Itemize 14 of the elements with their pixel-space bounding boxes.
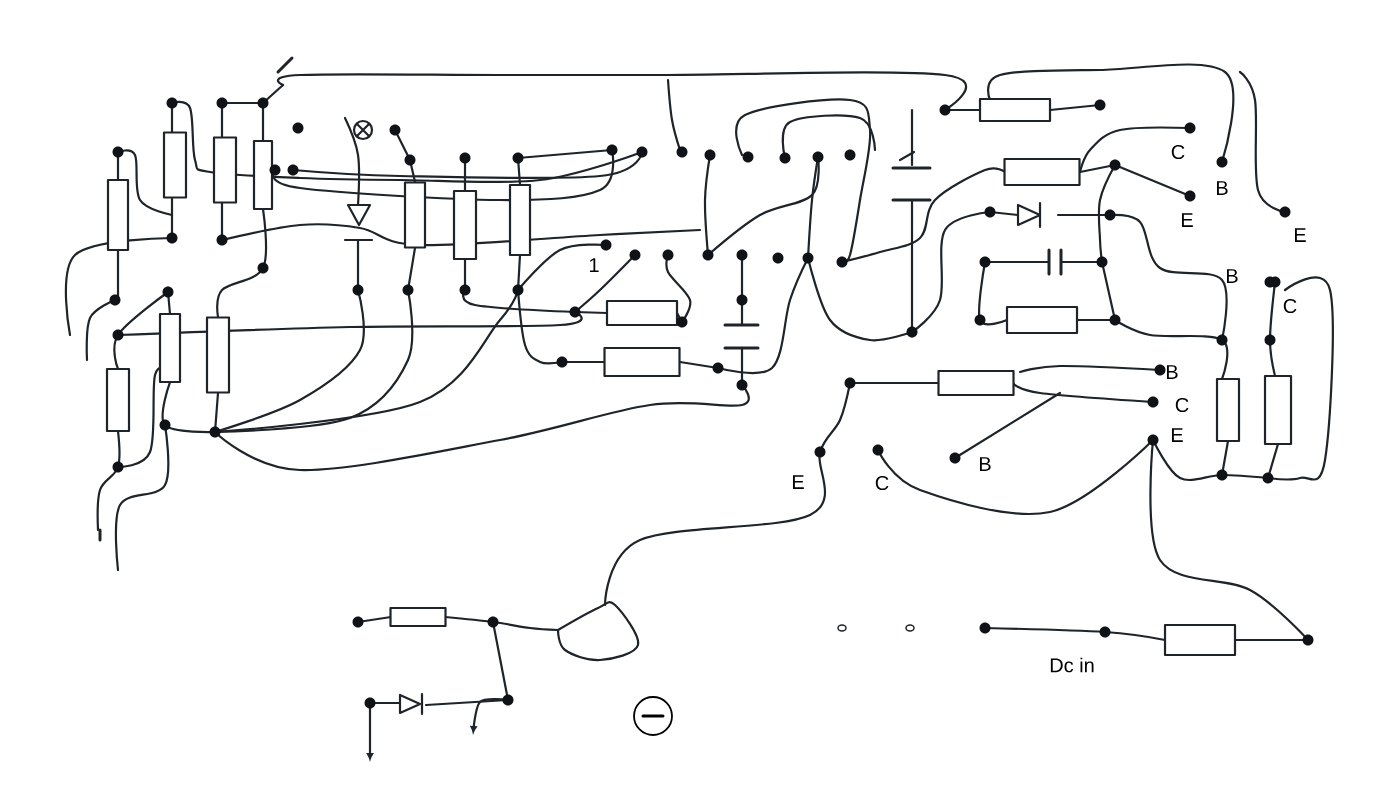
terminal-label: 1 <box>589 258 599 272</box>
terminal-label: E <box>793 475 804 489</box>
terminal-label: C <box>1175 397 1189 413</box>
terminal-label: C <box>1171 144 1185 160</box>
terminal-label: B <box>980 457 991 471</box>
terminal-label: C <box>1283 298 1297 314</box>
terminal-label: E <box>1182 213 1193 227</box>
terminal-label: E <box>1172 428 1183 442</box>
connector-label: Dc in <box>1050 657 1094 673</box>
terminal-label: B <box>1227 269 1238 283</box>
terminal-label: B <box>1167 365 1178 379</box>
terminal-label: E <box>1295 228 1306 242</box>
terminal-label: C <box>875 475 889 491</box>
terminal-label: B <box>1217 181 1228 195</box>
